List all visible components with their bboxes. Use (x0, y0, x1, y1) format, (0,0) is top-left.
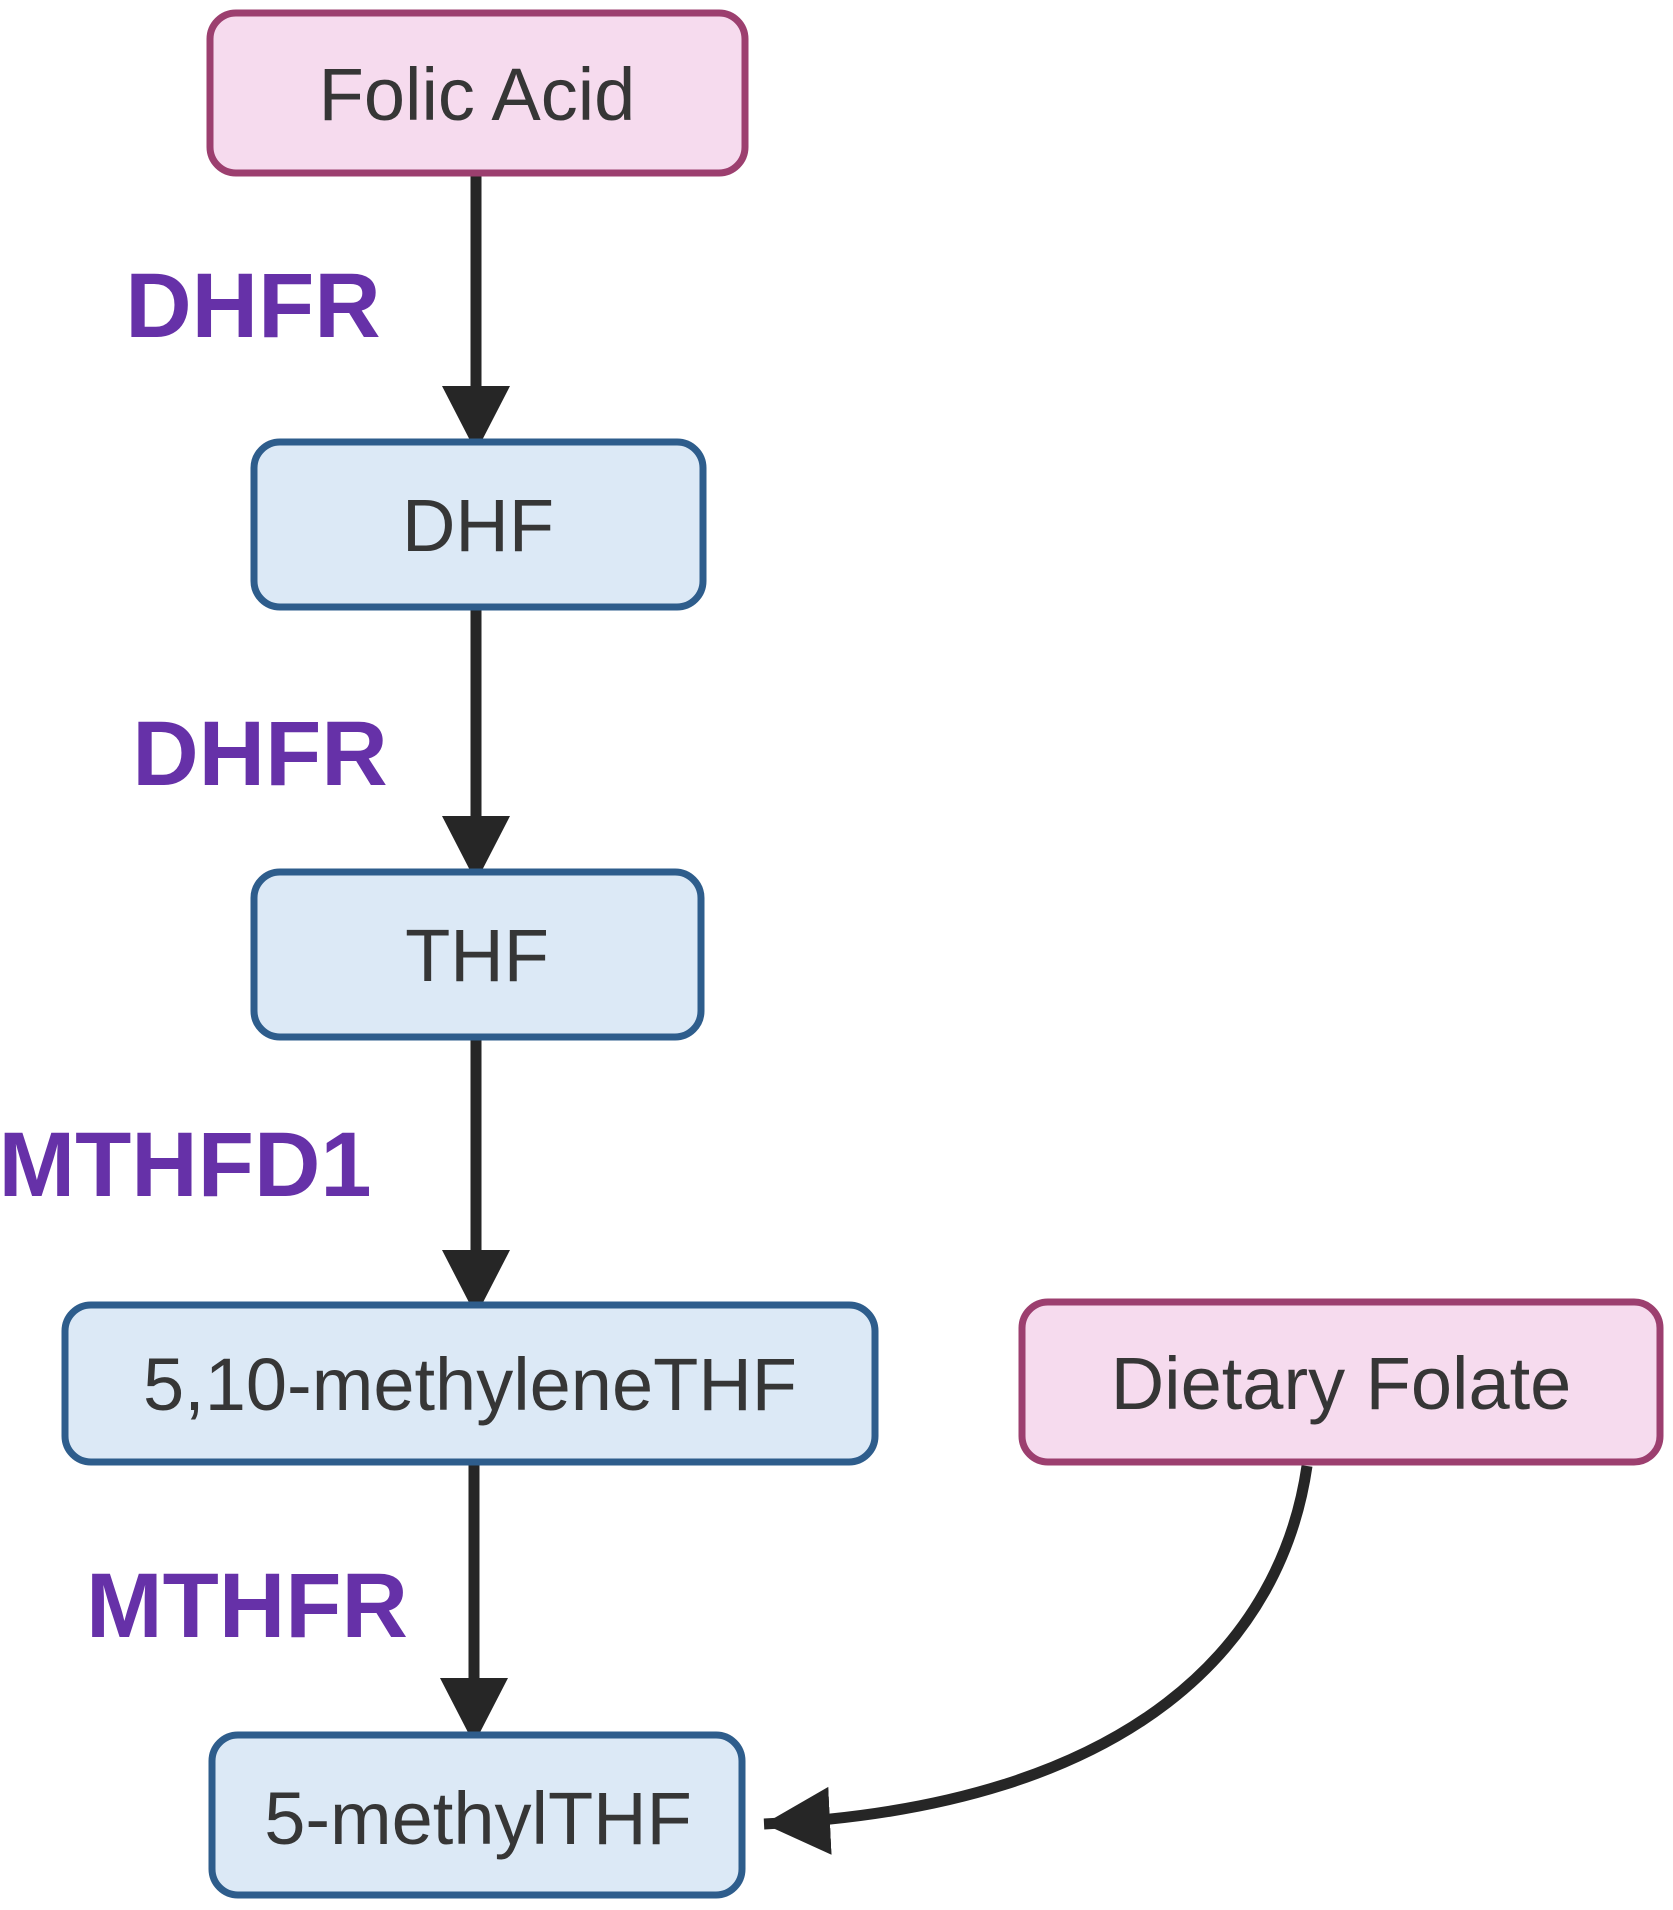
thf-box (250, 868, 705, 1041)
node-dhf: DHF (250, 438, 707, 611)
node-folic-acid: Folic Acid (206, 9, 749, 177)
dhf-label: DHF (402, 484, 554, 567)
folic-acid-box (206, 9, 749, 177)
thf-label: THF (405, 914, 549, 997)
enzyme-label-mthfd1: MTHFD1 (0, 1114, 372, 1216)
dietary-folate-label: Dietary Folate (1111, 1342, 1572, 1425)
enzyme-label-mthfr: MTHFR (86, 1555, 408, 1657)
methylene-thf-label: 5,10-methyleneTHF (143, 1343, 797, 1426)
node-methylene-thf: 5,10-methyleneTHF (61, 1301, 879, 1466)
folic-acid-label: Folic Acid (319, 53, 636, 136)
methylene-thf-box (61, 1301, 879, 1466)
node-thf: THF (250, 868, 705, 1041)
node-methyl-thf: 5-methylTHF (208, 1731, 746, 1899)
dietary-folate-box (1018, 1298, 1664, 1466)
arrow-dietary-folate-to-methyl-thf (763, 1465, 1313, 1855)
methyl-thf-box (208, 1731, 746, 1899)
enzyme-label-dhfr-top: DHFR (125, 255, 381, 357)
node-dietary-folate: Dietary Folate (1018, 1298, 1664, 1466)
methyl-thf-label: 5-methylTHF (264, 1777, 692, 1860)
enzyme-label-dhfr-mid: DHFR (132, 703, 388, 805)
dhf-box (250, 438, 707, 611)
